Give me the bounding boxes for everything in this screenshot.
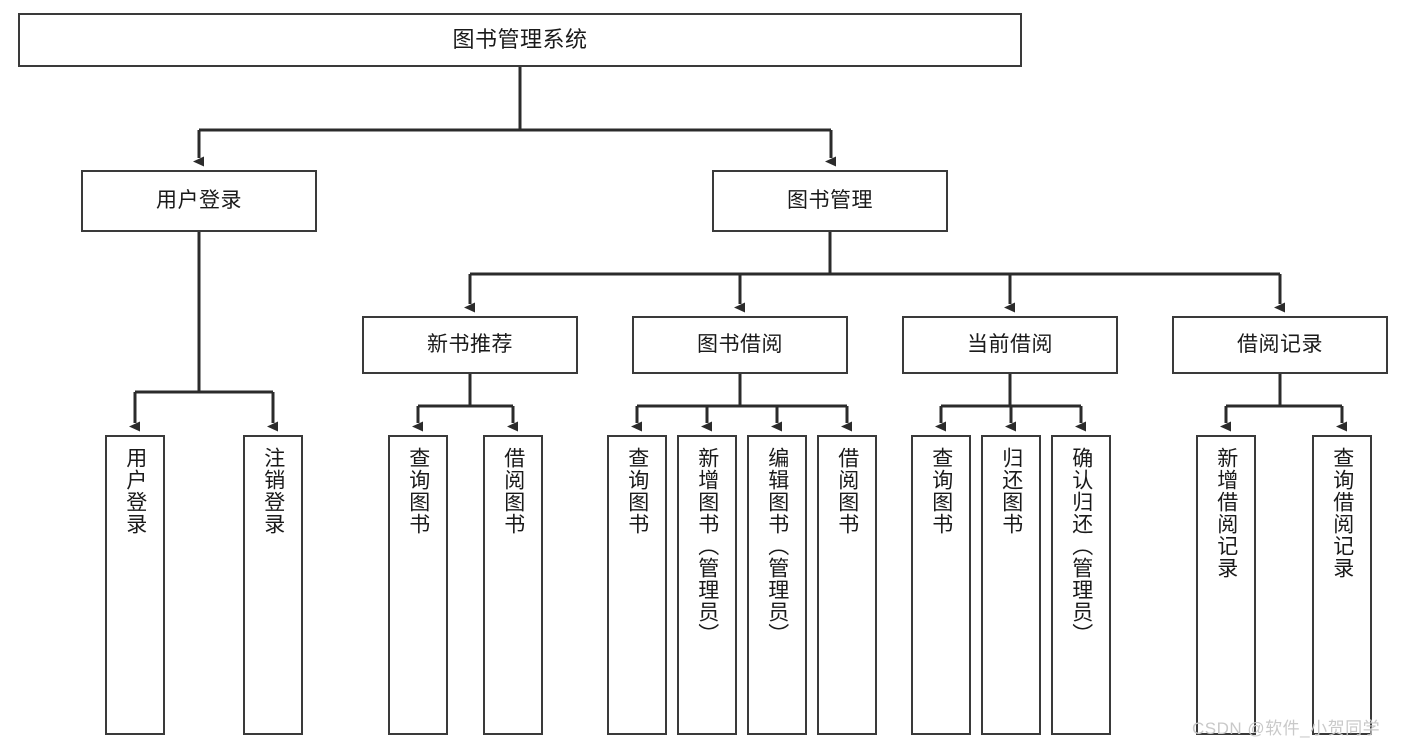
node-book-borrow-label: 图书借阅	[697, 332, 783, 356]
node-leaf-query-book-1-label: 查询图书	[406, 447, 430, 535]
node-leaf-query-book-3[interactable]: 查询图书	[911, 435, 971, 735]
node-user-login[interactable]: 用户登录	[81, 170, 317, 232]
node-leaf-return-book-label: 归还图书	[999, 447, 1023, 535]
node-current-borrow-label: 当前借阅	[967, 332, 1053, 356]
node-leaf-confirm-return-admin[interactable]: 确认归还（管理员）	[1051, 435, 1111, 735]
node-leaf-query-book-2-label: 查询图书	[625, 447, 649, 535]
node-leaf-query-book-1[interactable]: 查询图书	[388, 435, 448, 735]
node-leaf-query-borrow-record[interactable]: 查询借阅记录	[1312, 435, 1372, 735]
node-leaf-query-borrow-record-label: 查询借阅记录	[1330, 447, 1354, 579]
node-root[interactable]: 图书管理系统	[18, 13, 1022, 67]
node-leaf-edit-book-admin-label: 编辑图书（管理员）	[765, 447, 789, 645]
node-leaf-query-book-2[interactable]: 查询图书	[607, 435, 667, 735]
node-new-book-recommend[interactable]: 新书推荐	[362, 316, 578, 374]
node-current-borrow[interactable]: 当前借阅	[902, 316, 1118, 374]
node-leaf-add-borrow-record-label: 新增借阅记录	[1214, 447, 1238, 579]
node-leaf-user-login[interactable]: 用户登录	[105, 435, 165, 735]
node-leaf-borrow-book-1-label: 借阅图书	[501, 447, 525, 535]
node-leaf-borrow-book-2[interactable]: 借阅图书	[817, 435, 877, 735]
node-leaf-return-book[interactable]: 归还图书	[981, 435, 1041, 735]
node-root-label: 图书管理系统	[452, 27, 588, 53]
node-book-manage[interactable]: 图书管理	[712, 170, 948, 232]
node-leaf-user-login-label: 用户登录	[123, 447, 147, 535]
node-leaf-confirm-return-admin-label: 确认归还（管理员）	[1069, 447, 1093, 645]
node-leaf-borrow-book-2-label: 借阅图书	[835, 447, 859, 535]
node-new-book-recommend-label: 新书推荐	[427, 332, 513, 356]
node-leaf-add-book-admin-label: 新增图书（管理员）	[695, 447, 719, 645]
node-leaf-edit-book-admin[interactable]: 编辑图书（管理员）	[747, 435, 807, 735]
node-book-borrow[interactable]: 图书借阅	[632, 316, 848, 374]
node-leaf-borrow-book-1[interactable]: 借阅图书	[483, 435, 543, 735]
node-leaf-logout-login[interactable]: 注销登录	[243, 435, 303, 735]
node-borrow-record-label: 借阅记录	[1237, 332, 1323, 356]
watermark: CSDN @软件_小贺同学	[1192, 719, 1381, 738]
node-leaf-logout-login-label: 注销登录	[261, 447, 285, 535]
node-user-login-label: 用户登录	[156, 188, 242, 212]
node-borrow-record[interactable]: 借阅记录	[1172, 316, 1388, 374]
node-leaf-add-borrow-record[interactable]: 新增借阅记录	[1196, 435, 1256, 735]
node-book-manage-label: 图书管理	[787, 188, 873, 212]
node-leaf-add-book-admin[interactable]: 新增图书（管理员）	[677, 435, 737, 735]
node-leaf-query-book-3-label: 查询图书	[929, 447, 953, 535]
